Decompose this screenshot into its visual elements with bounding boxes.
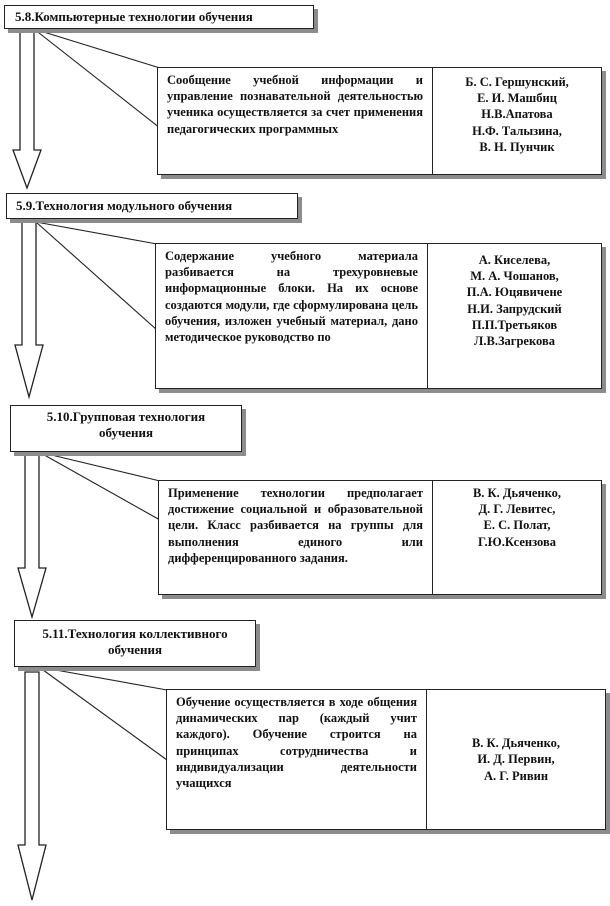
author-name: Н.В.Апатова: [481, 107, 553, 122]
author-name: Д. Г. Левитес,: [478, 502, 556, 517]
author-name: П.А. Юцявичене: [466, 285, 563, 300]
section-description: Применение технологии предполагает дости…: [159, 481, 433, 594]
author-name: Б. С. Гершунский,: [465, 75, 569, 89]
author-name: В. К. Дьяченко,: [471, 736, 561, 751]
author-name: Е. И. Машбиц: [477, 91, 557, 106]
author-name: А. Г. Ривин: [483, 768, 549, 783]
section-description: Содержание учебного материала разбиваетс…: [156, 244, 428, 388]
section-description: Сообщение учебной информации и управлени…: [158, 68, 433, 174]
author-name: М. А. Чошанов,: [470, 269, 559, 284]
author-name: И. Д. Первин,: [477, 752, 555, 767]
author-name: Л.В.Загрекова: [474, 334, 555, 349]
section-description: Обучение осуществляется в ходе общения д…: [167, 690, 427, 829]
section-card: Сообщение учебной информации и управлени…: [157, 67, 602, 175]
down-arrow: [14, 221, 44, 400]
section-title: 5.11.Технология коллективного обучения: [14, 620, 256, 667]
section-card: Содержание учебного материала разбиваетс…: [155, 243, 602, 389]
section-title-text: 5.8.Компьютерные технологии обучения: [15, 9, 253, 24]
section-authors: В. К. Дьяченко, Д. Г. Левитес, Е. С. Пол…: [433, 481, 601, 594]
section-card: Применение технологии предполагает дости…: [158, 480, 602, 595]
section-authors: В. К. Дьяченко, И. Д. Первин, А. Г. Риви…: [427, 690, 605, 829]
section-card: Обучение осуществляется в ходе общения д…: [166, 689, 606, 830]
section-title: 5.8.Компьютерные технологии обучения: [4, 5, 314, 29]
section-title: 5.10.Групповая технология обучения: [10, 405, 242, 452]
down-arrow: [17, 451, 47, 620]
section-authors: Б. С. Гершунский, Е. И. Машбиц Н.В.Апато…: [433, 68, 601, 174]
section-title-text: 5.11.Технология коллективного обучения: [42, 626, 228, 657]
section-title-text: 5.9.Технология модульного обучения: [16, 198, 233, 213]
author-name: В. Н. Пунчик: [479, 139, 555, 154]
author-name: В. К. Дьяченко,: [472, 486, 562, 500]
section-title: 5.9.Технология модульного обучения: [6, 193, 298, 219]
author-name: П.П.Третьяков: [471, 317, 558, 332]
author-name: Е. С. Полат,: [483, 518, 551, 533]
author-name: Г.Ю.Ксензова: [478, 534, 556, 549]
author-name: Н.Ф. Талызина,: [472, 123, 562, 138]
section-authors: А. Киселева, М. А. Чошанов, П.А. Юцявиче…: [428, 244, 601, 388]
down-arrow: [17, 671, 47, 901]
author-name: А. Киселева,: [478, 253, 551, 267]
author-name: Н.И. Запрудский: [467, 301, 562, 316]
section-title-text: 5.10.Групповая технология обучения: [46, 409, 206, 440]
down-arrow: [12, 26, 42, 190]
